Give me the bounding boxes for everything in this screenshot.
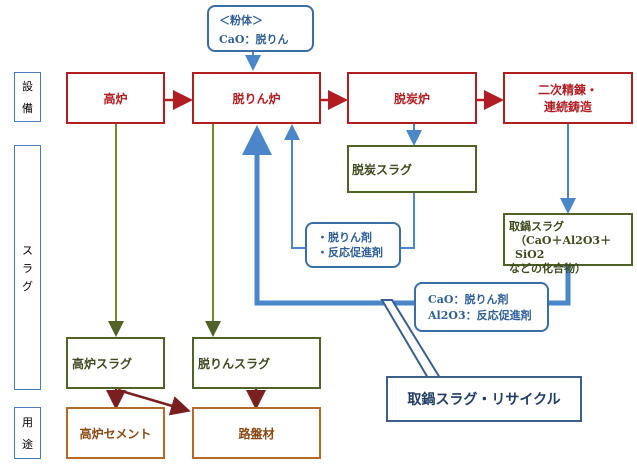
arrow-ladle-slag-recycle [242, 125, 571, 306]
note-reaction-promoter: ・反応促進剤 [317, 246, 383, 259]
powder-title: ＜粉体＞ [219, 14, 263, 27]
decarb-furnace-label: 脱炭炉 [393, 91, 430, 106]
secondary-refining-label: 二次精錬・ [537, 83, 598, 97]
category-use: 用 途 [14, 407, 41, 459]
bf-cement-label: 高炉セメント [79, 426, 152, 441]
category-slag-char: ラ [22, 261, 33, 275]
arrow-bf-slag-to-roadbed [117, 388, 191, 416]
category-slag-char: グ [22, 279, 33, 293]
bf-cement-box: 高炉セメント [66, 407, 165, 459]
category-slag-char: ス [22, 243, 33, 257]
ladle-slag-composition: （CaO＋Al2O3＋SiO2 [515, 234, 612, 261]
category-use-char: 用 [22, 416, 33, 429]
ladle-slag-compounds: などの化合物） [509, 262, 586, 275]
blast-furnace-label: 高炉 [103, 91, 128, 106]
note-dephos-agent: ・脱りん剤 [317, 231, 372, 244]
bf-slag-box: 高炉スラグ [66, 337, 165, 389]
dephos-slag-label: 脱りんスラグ [198, 356, 271, 371]
bf-slag-label: 高炉スラグ [72, 356, 133, 371]
category-use-char: 途 [22, 438, 33, 451]
ladle-slag-box: 取鍋スラグ （CaO＋Al2O3＋SiO2 などの化合物） [503, 213, 633, 275]
roadbed-label: 路盤材 [238, 426, 275, 441]
ladle-slag-label: 取鍋スラグ [509, 220, 564, 233]
decarb-recycle-note: ・脱りん剤 ・反応促進剤 [305, 222, 401, 268]
category-equipment-char: 備 [22, 102, 33, 115]
decarb-furnace-box: 脱炭炉 [347, 72, 477, 124]
note-cao-dephos: CaO：脱りん剤 [428, 293, 509, 306]
dephos-furnace-label: 脱りん炉 [232, 91, 281, 106]
ladle-slag-recycle-callout: 取鍋スラグ・リサイクル [386, 376, 582, 422]
secondary-refining-box: 二次精錬・ 連続鋳造 [503, 72, 633, 124]
decarb-slag-box: 脱炭スラグ [347, 145, 477, 193]
category-equipment: 設 備 [14, 72, 41, 122]
continuous-casting-label: 連続鋳造 [543, 100, 592, 114]
category-slag: ス ラ グ [14, 145, 41, 390]
powder-desc: CaO：脱りん [219, 33, 289, 46]
dephos-furnace-box: 脱りん炉 [192, 72, 321, 124]
callout-label: 取鍋スラグ・リサイクル [407, 392, 561, 408]
blast-furnace-box: 高炉 [66, 72, 165, 124]
dephos-slag-box: 脱りんスラグ [192, 337, 321, 389]
category-equipment-char: 設 [22, 80, 33, 93]
ladle-recycle-note: CaO：脱りん剤 Al2O3：反応促進剤 [414, 282, 549, 332]
note-al2o3-promoter: Al2O3：反応促進剤 [428, 309, 532, 322]
roadbed-box: 路盤材 [192, 407, 321, 459]
powder-box: ＜粉体＞ CaO：脱りん [207, 5, 314, 52]
decarb-slag-label: 脱炭スラグ [352, 162, 413, 177]
